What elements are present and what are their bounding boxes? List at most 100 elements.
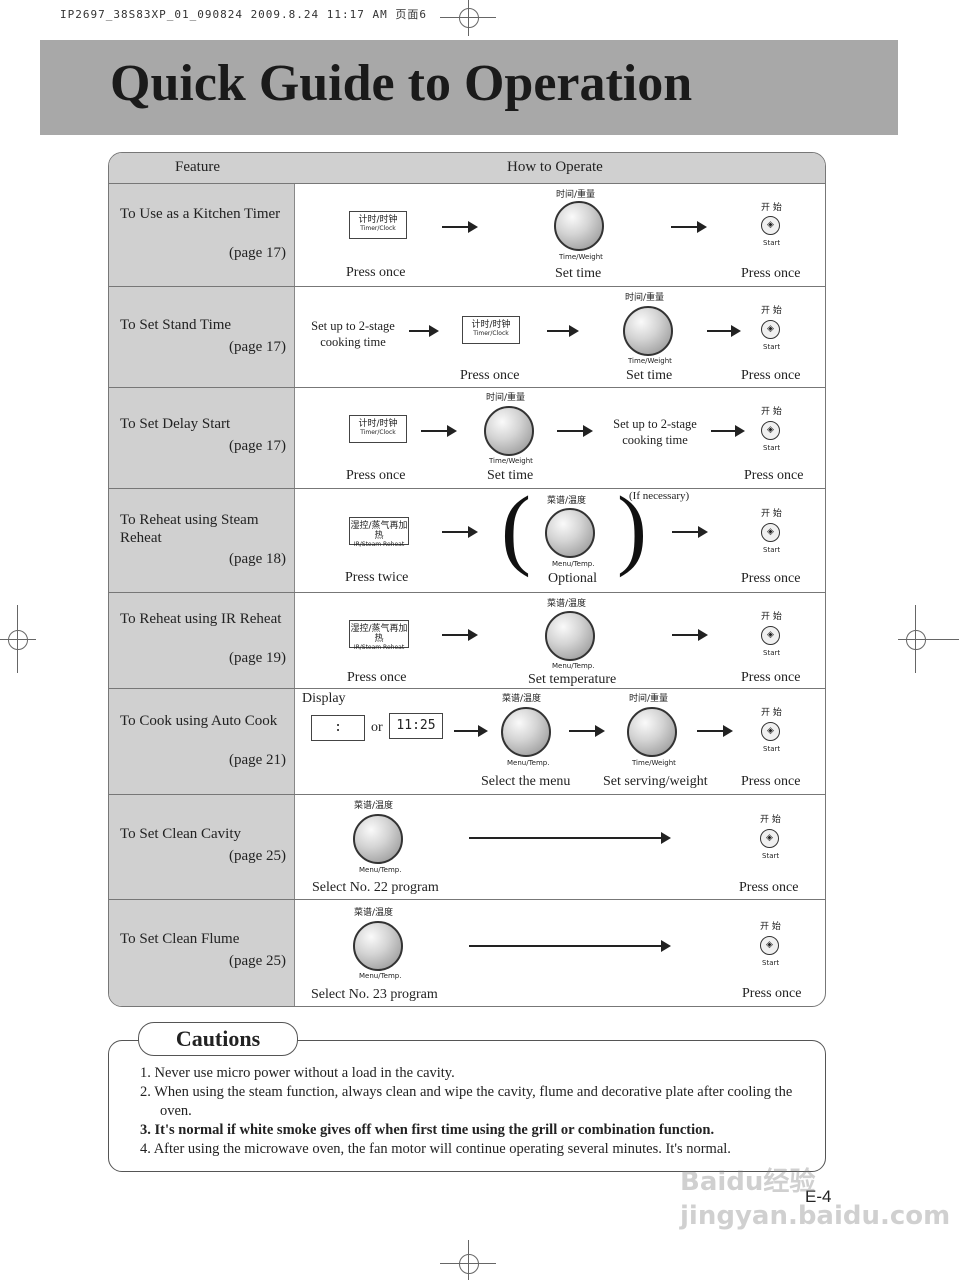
start-caption: 开 始 [761, 407, 782, 417]
arrow-icon [469, 940, 671, 952]
start-subcaption: Start [763, 745, 781, 753]
registration-line [17, 605, 18, 673]
knob-caption: 时间/重量 [486, 393, 526, 403]
knob-subcaption: Time/Weight [632, 759, 676, 767]
registration-line [898, 639, 959, 640]
time-weight-knob [554, 201, 604, 251]
step-label: Set time [626, 368, 673, 383]
caution-item: 2. When using the steam function, always… [140, 1084, 793, 1119]
arrow-icon [671, 221, 707, 233]
knob-caption: 菜谱/温度 [354, 801, 394, 811]
knob-subcaption: Menu/Temp. [552, 662, 595, 670]
print-info-line: IP2697_38S83XP_01_090824 2009.8.24 11:17… [60, 8, 428, 21]
start-icon: ◈ [761, 626, 780, 645]
step-label: Set time [555, 266, 602, 281]
feature-name: To Use as a Kitchen Timer [120, 206, 281, 222]
watermark: Baidu经验 jingyan.baidu.com [680, 1167, 951, 1231]
time-weight-knob [484, 406, 534, 456]
knob-subcaption: Menu/Temp. [359, 866, 402, 874]
registration-mark-bottom [459, 1254, 479, 1274]
start-caption: 开 始 [760, 922, 781, 932]
knob-caption: 菜谱/温度 [502, 694, 542, 704]
table-row: To Set Stand Time (page 17) Set up to 2-… [109, 286, 825, 388]
menu-temp-knob [501, 707, 551, 757]
registration-line [468, 0, 469, 36]
step-label: Set serving/weight [603, 774, 708, 789]
header-how-to-operate: How to Operate [507, 159, 603, 175]
knob-caption: 时间/重量 [625, 293, 665, 303]
feature-column [109, 153, 295, 1006]
menu-temp-knob [545, 508, 595, 558]
time-weight-knob [623, 306, 673, 356]
registration-mark-right [906, 630, 926, 650]
start-caption: 开 始 [760, 815, 781, 825]
start-icon: ◈ [760, 936, 779, 955]
start-icon: ◈ [761, 722, 780, 741]
step-label: Press once [346, 265, 406, 280]
table-row: To Use as a Kitchen Timer (page 17) 计时/时… [109, 183, 825, 287]
left-parenthesis: ( [501, 479, 531, 578]
step-label: Press once [742, 986, 802, 1001]
step-note: Set up to 2-stage cooking time [613, 417, 697, 447]
start-icon: ◈ [761, 523, 780, 542]
arrow-icon [569, 725, 605, 737]
start-subcaption: Start [763, 343, 781, 351]
step-label: Select the menu [481, 774, 571, 789]
arrow-icon [454, 725, 488, 737]
menu-temp-knob [545, 611, 595, 661]
feature-page-ref: (page 18) [229, 551, 287, 567]
right-parenthesis: ) [617, 479, 647, 578]
feature-name: To Set Delay Start [120, 416, 231, 432]
knob-subcaption: Time/Weight [628, 357, 672, 365]
step-label: Press once [744, 468, 804, 483]
step-label: Press once [741, 368, 801, 383]
step-label: Press twice [345, 570, 409, 585]
optional-note: (If necessary) [629, 490, 690, 502]
time-weight-knob [627, 707, 677, 757]
cautions-title: Cautions [138, 1022, 298, 1056]
knob-caption: 时间/重量 [556, 190, 596, 200]
table-row: To Reheat using IR Reheat (page 19) 湿控/蒸… [109, 592, 825, 689]
registration-mark-left [8, 630, 28, 650]
arrow-icon [442, 221, 478, 233]
caution-item: 3. It's normal if white smoke gives off … [140, 1122, 715, 1138]
step-label: Set time [487, 468, 534, 483]
arrow-icon [547, 325, 579, 337]
table-row: To Set Clean Cavity (page 25) 菜谱/温度 Menu… [109, 794, 825, 900]
step-label: Press once [741, 670, 801, 685]
step-label: Press once [346, 468, 406, 483]
arrow-icon [711, 425, 745, 437]
caution-item: 4. After using the microwave oven, the f… [140, 1141, 731, 1157]
knob-subcaption: Menu/Temp. [359, 972, 402, 980]
feature-page-ref: (page 25) [229, 848, 287, 864]
or-label: or [371, 720, 383, 735]
knob-caption: 菜谱/温度 [547, 496, 587, 506]
start-icon: ◈ [761, 320, 780, 339]
start-icon: ◈ [760, 829, 779, 848]
registration-line [915, 605, 916, 673]
arrow-icon [469, 832, 671, 844]
start-caption: 开 始 [761, 612, 782, 622]
step-note: Set up to 2-stage cooking time [311, 319, 395, 349]
knob-subcaption: Time/Weight [489, 457, 533, 465]
step-label: Select No. 23 program [311, 987, 438, 1002]
start-subcaption: Start [763, 444, 781, 452]
arrow-icon [697, 725, 733, 737]
arrow-icon [409, 325, 439, 337]
step-label: Select No. 22 program [312, 880, 439, 895]
header-feature: Feature [175, 159, 220, 175]
arrow-icon [557, 425, 593, 437]
knob-subcaption: Menu/Temp. [507, 759, 550, 767]
step-label: Set temperature [528, 672, 617, 687]
page-title: Quick Guide to Operation [110, 55, 693, 112]
knob-caption: 菜谱/温度 [547, 599, 587, 609]
feature-page-ref: (page 19) [229, 650, 287, 666]
cautions-list: 1. Never use micro power without a load … [140, 1064, 812, 1159]
start-subcaption: Start [762, 852, 780, 860]
registration-line [468, 1240, 469, 1280]
table-row: To Cook using Auto Cook (page 21) Displa… [109, 688, 825, 795]
step-label: Press once [741, 571, 801, 586]
